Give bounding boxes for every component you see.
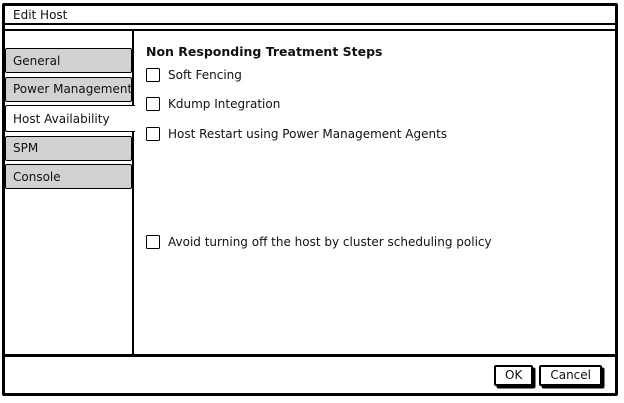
dialog-footer: OK Cancel	[5, 357, 615, 393]
checkbox-label: Kdump Integration	[168, 97, 281, 111]
tab-label: SPM	[13, 141, 39, 155]
tab-spm[interactable]: SPM	[5, 135, 132, 161]
host-restart-checkbox[interactable]	[146, 127, 160, 141]
dialog-titlebar: Edit Host	[5, 6, 615, 25]
tab-power-management[interactable]: Power Management	[5, 76, 132, 102]
titlebar-divider	[5, 25, 615, 29]
tab-label: Host Availability	[13, 111, 110, 126]
ok-button[interactable]: OK	[494, 364, 534, 386]
checkbox-row-kdump-integration[interactable]: Kdump Integration	[146, 97, 280, 111]
checkbox-row-host-restart[interactable]: Host Restart using Power Management Agen…	[146, 127, 447, 141]
tab-list: General Power Management Host Availabili…	[5, 31, 135, 354]
cancel-button[interactable]: Cancel	[539, 364, 602, 386]
checkbox-label: Host Restart using Power Management Agen…	[168, 127, 448, 141]
checkbox-row-soft-fencing[interactable]: Soft Fencing	[146, 68, 242, 82]
checkbox-row-avoid-turning-off[interactable]: Avoid turning off the host by cluster sc…	[146, 235, 492, 249]
edit-host-dialog: Edit Host General Power Management Host …	[2, 3, 618, 396]
tab-label: Console	[13, 169, 61, 184]
tab-host-availability[interactable]: Host Availability	[5, 105, 135, 132]
tab-console[interactable]: Console	[5, 164, 132, 189]
checkbox-label: Soft Fencing	[168, 68, 242, 82]
section-heading: Non Responding Treatment Steps	[146, 44, 383, 59]
kdump-integration-checkbox[interactable]	[146, 97, 160, 111]
tab-panel-host-availability: Non Responding Treatment Steps Soft Fenc…	[134, 31, 615, 354]
avoid-turning-off-checkbox[interactable]	[146, 235, 160, 249]
dialog-title: Edit Host	[13, 7, 68, 22]
soft-fencing-checkbox[interactable]	[146, 68, 160, 82]
tab-label: Power Management	[13, 82, 132, 96]
checkbox-label: Avoid turning off the host by cluster sc…	[168, 235, 492, 249]
tab-general[interactable]: General	[5, 48, 132, 73]
tab-label: General	[13, 53, 61, 68]
dialog-body: General Power Management Host Availabili…	[5, 29, 615, 357]
